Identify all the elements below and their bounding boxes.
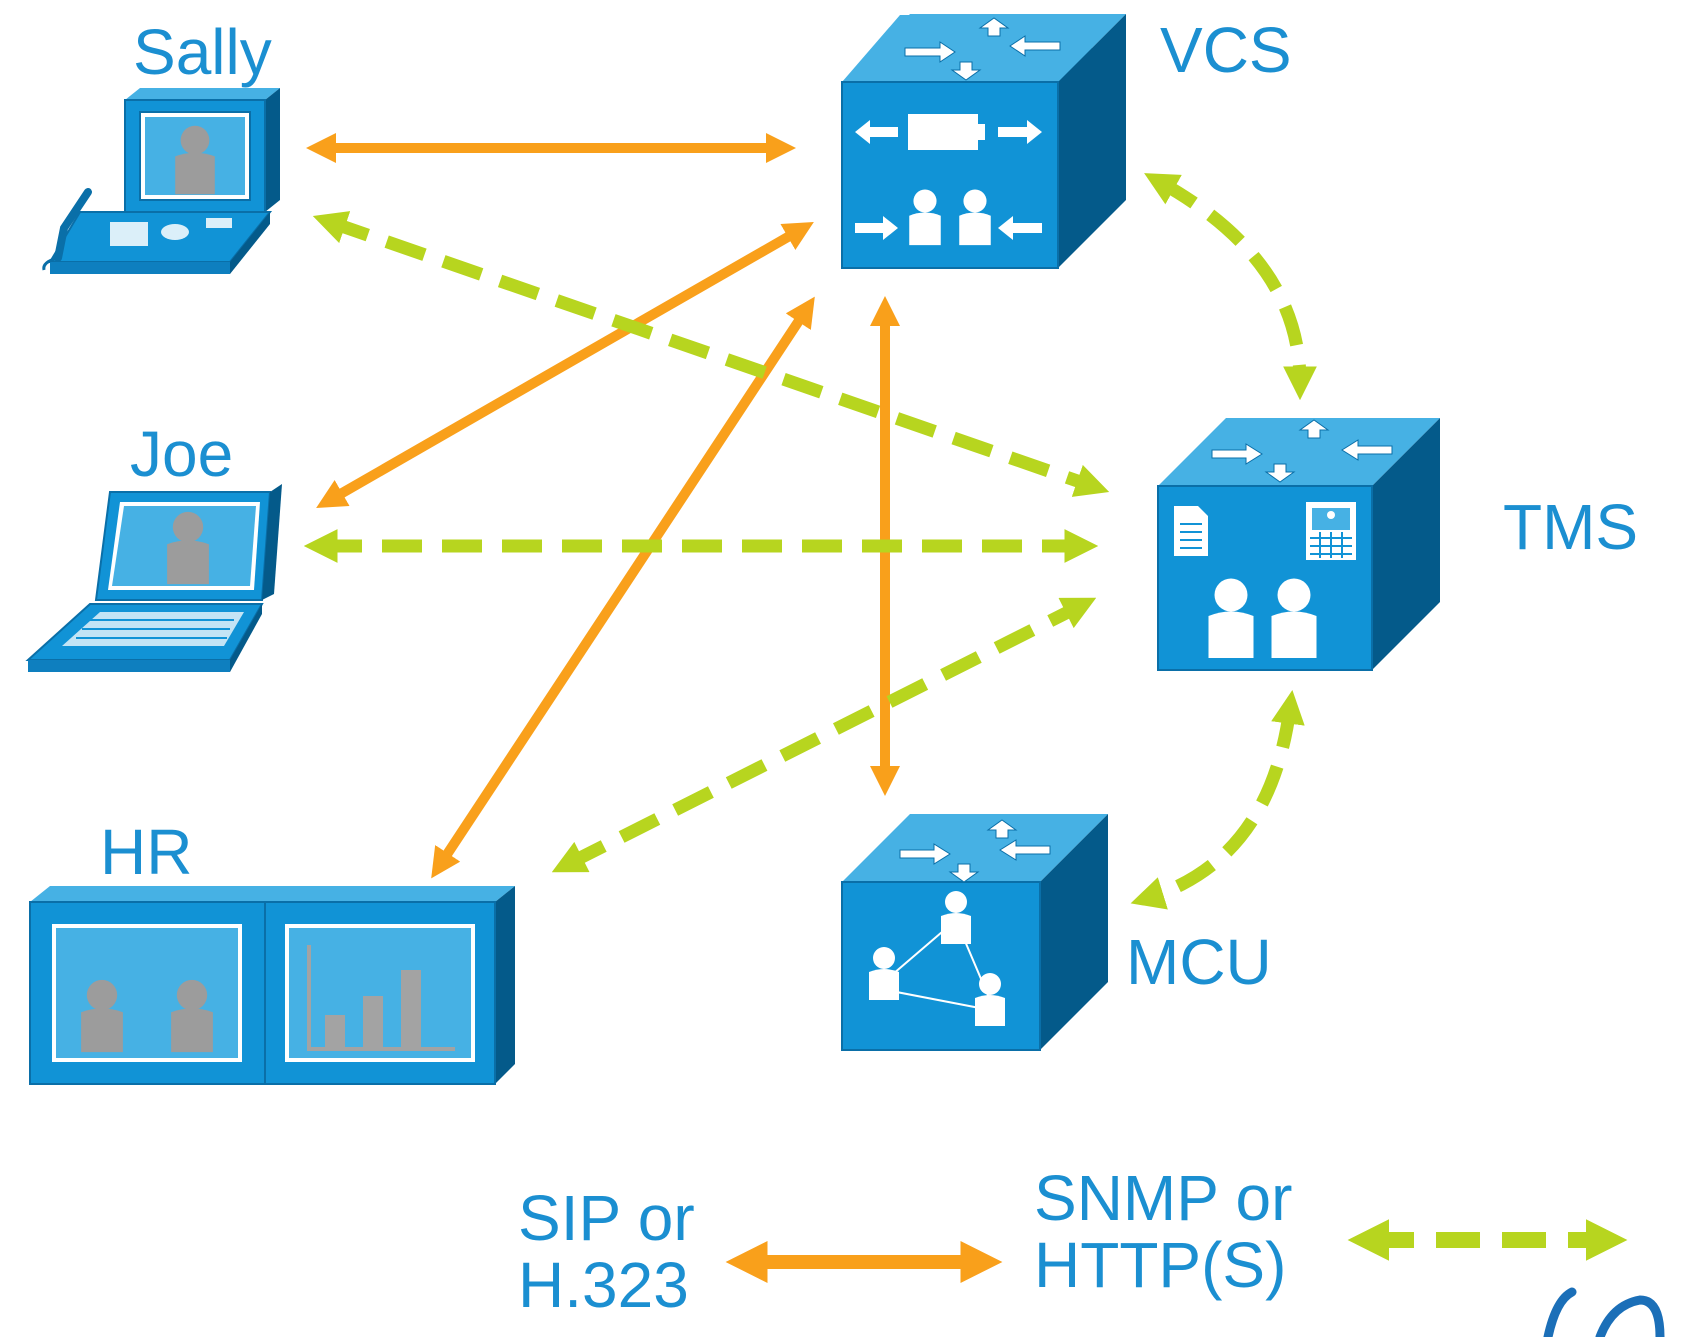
mcu-label: MCU [1126,926,1272,998]
logo-fragment-icon [1543,1287,1665,1342]
link-tms-mcu-snmp [1130,689,1305,910]
link-sally-tms-snmp [312,211,1110,497]
calendar-icon [1306,502,1356,560]
legend-sip-line2: H.323 [518,1249,689,1322]
legend-sip-line1: SIP or [518,1182,695,1254]
joe-label: Joe [130,418,234,490]
hr-telepresence-icon [29,886,515,1085]
link-vcs-tms-snmp [1144,173,1317,401]
joe-laptop-icon [25,484,282,672]
legend-snmp-line1: SNMP or [1034,1162,1293,1234]
sally-label: Sally [133,16,272,88]
tms-server-icon [1157,418,1440,671]
tms-label: TMS [1503,491,1639,563]
link-vcs-hr-sip [431,296,815,879]
legend-snmp-text: SNMP or HTTP(S) [1034,1162,1293,1302]
sally-phone-icon [42,88,280,274]
link-hr-tms-snmp [551,597,1097,873]
connection-links [303,133,1317,910]
vcs-server-icon [841,14,1126,269]
hr-label: HR [100,816,193,888]
report-document-icon [1174,506,1208,556]
legend-sip-text: SIP or H.323 [518,1182,695,1322]
legend-snmp-line2: HTTP(S) [1034,1229,1287,1302]
mcu-server-icon [841,814,1108,1051]
vcs-label: VCS [1160,14,1292,86]
